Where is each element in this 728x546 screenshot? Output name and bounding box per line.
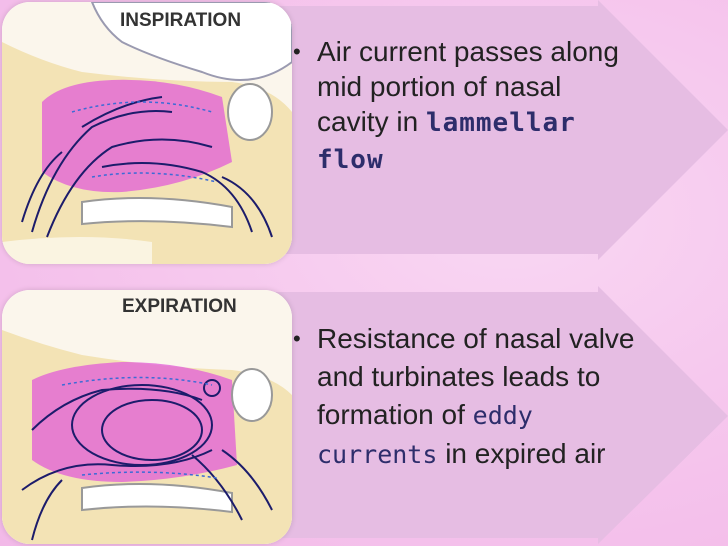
bottom-arrow-shape — [0, 286, 728, 546]
highlight-eddy-currents: eddy currents — [317, 401, 533, 469]
bullet-text-tail: in expired air — [437, 438, 606, 469]
bullet-text-main: Air current passes along mid portion of … — [317, 36, 619, 137]
top-arrow-shape — [0, 0, 728, 270]
bullet-text: Resistance of nasal valve and turbinates… — [317, 320, 638, 474]
inspiration-diagram: INSPIRATION — [2, 2, 292, 264]
expiration-title: EXPIRATION — [122, 296, 237, 317]
bullet-text-main: Resistance of nasal valve and turbinates… — [317, 323, 635, 430]
expiration-diagram: EXPIRATION — [2, 290, 292, 544]
bullet-text: Air current passes along mid portion of … — [317, 34, 638, 178]
inspiration-title: INSPIRATION — [120, 10, 241, 31]
bullet-dot: • — [293, 326, 301, 351]
bullet-dot: • — [293, 39, 301, 64]
highlight-lammellar-flow: lammellar flow — [317, 108, 576, 175]
bullet-lamellar-flow: • Air current passes along mid portion o… — [293, 34, 638, 178]
bullet-eddy-currents: • Resistance of nasal valve and turbinat… — [293, 320, 638, 474]
